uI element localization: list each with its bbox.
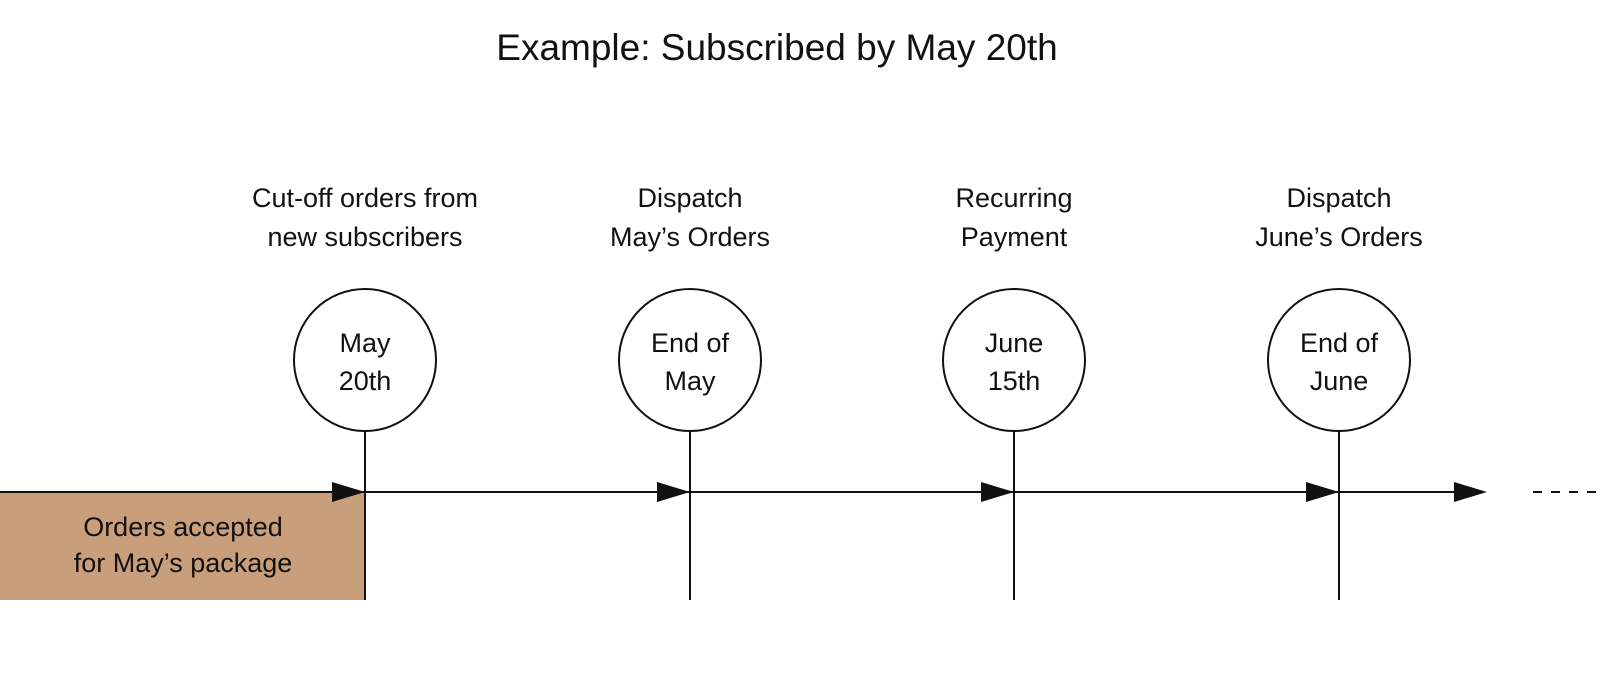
- milestone-label-line-1: Recurring: [955, 183, 1072, 213]
- milestone-date-circle: [293, 288, 437, 432]
- milestone-label-line-2: new subscribers: [267, 222, 462, 252]
- milestone-label-line-2: Payment: [961, 222, 1068, 252]
- box-label-line-2: for May’s package: [74, 548, 293, 578]
- arrowhead-icon: [332, 482, 365, 502]
- milestone-date-circle: [942, 288, 1086, 432]
- milestone-date-line-1: May: [339, 328, 391, 358]
- box-label-line-1: Orders accepted: [83, 512, 283, 542]
- milestone-date-line-2: 15th: [988, 366, 1041, 396]
- milestone-date-line-1: End of: [651, 328, 730, 358]
- milestone-date-line-1: June: [985, 328, 1044, 358]
- milestone-date-line-2: May: [664, 366, 716, 396]
- milestone-label-line-2: May’s Orders: [610, 222, 770, 252]
- arrowhead-icon: [657, 482, 690, 502]
- milestone-date-circle: [618, 288, 762, 432]
- milestone-date-line-2: June: [1310, 366, 1369, 396]
- milestone-label-line-1: Dispatch: [637, 183, 742, 213]
- orders-accepted-box: [0, 492, 365, 600]
- arrowhead-icon: [1306, 482, 1339, 502]
- milestone-label-line-1: Dispatch: [1286, 183, 1391, 213]
- milestone-date-circle: [1267, 288, 1411, 432]
- milestone-label-line-2: June’s Orders: [1255, 222, 1423, 252]
- arrowhead-icon: [1454, 482, 1487, 502]
- diagram-title: Example: Subscribed by May 20th: [496, 27, 1057, 68]
- milestone-date-line-1: End of: [1300, 328, 1379, 358]
- arrowhead-icon: [981, 482, 1014, 502]
- milestone-date-line-2: 20th: [339, 366, 392, 396]
- milestone-label-line-1: Cut-off orders from: [252, 183, 478, 213]
